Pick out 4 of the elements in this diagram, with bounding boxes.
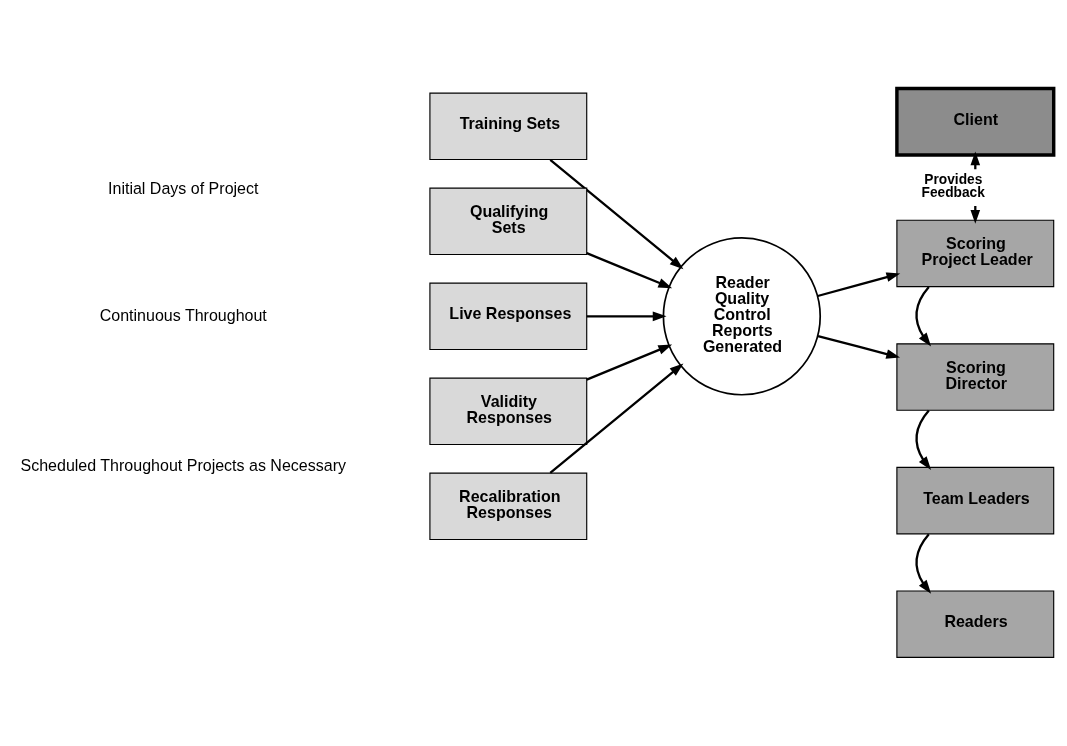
edge-label: Provides Feedback bbox=[921, 171, 985, 201]
label: Continuous Throughout bbox=[99, 305, 267, 324]
label: Scheduled Throughout Projects as Necessary bbox=[20, 455, 347, 474]
label: Initial Days of Project bbox=[108, 178, 259, 197]
